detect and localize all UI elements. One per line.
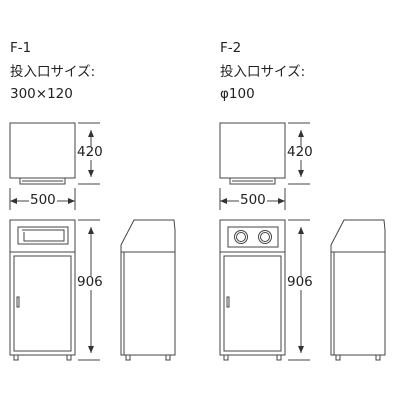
f2-model-label: F-2 <box>220 40 242 56</box>
f2-opening-size: φ100 <box>220 86 255 102</box>
f2-body-front-drawing <box>219 219 286 361</box>
f2-body-height-value: 906 <box>286 274 314 290</box>
f1-model-label: F-1 <box>10 40 32 56</box>
f1-width-value: 500 <box>29 192 57 208</box>
f2-width-value: 500 <box>239 192 267 208</box>
f1-body-height-dim <box>78 219 100 361</box>
f2-side-drawing <box>330 219 386 361</box>
f1-opening-label: 投入口サイズ: <box>10 64 96 80</box>
f1-lid-height-value: 420 <box>76 144 104 160</box>
f2-lid-drawing <box>219 122 286 185</box>
f1-body-front-drawing <box>9 219 76 361</box>
f1-lid-drawing <box>9 122 76 185</box>
f2-lid-height-value: 420 <box>286 144 314 160</box>
f2-body-height-dim <box>288 219 310 361</box>
f2-opening-label: 投入口サイズ: <box>220 64 306 80</box>
f1-body-height-value: 906 <box>76 274 104 290</box>
f1-opening-size: 300×120 <box>10 86 73 102</box>
f1-side-drawing <box>120 219 176 361</box>
